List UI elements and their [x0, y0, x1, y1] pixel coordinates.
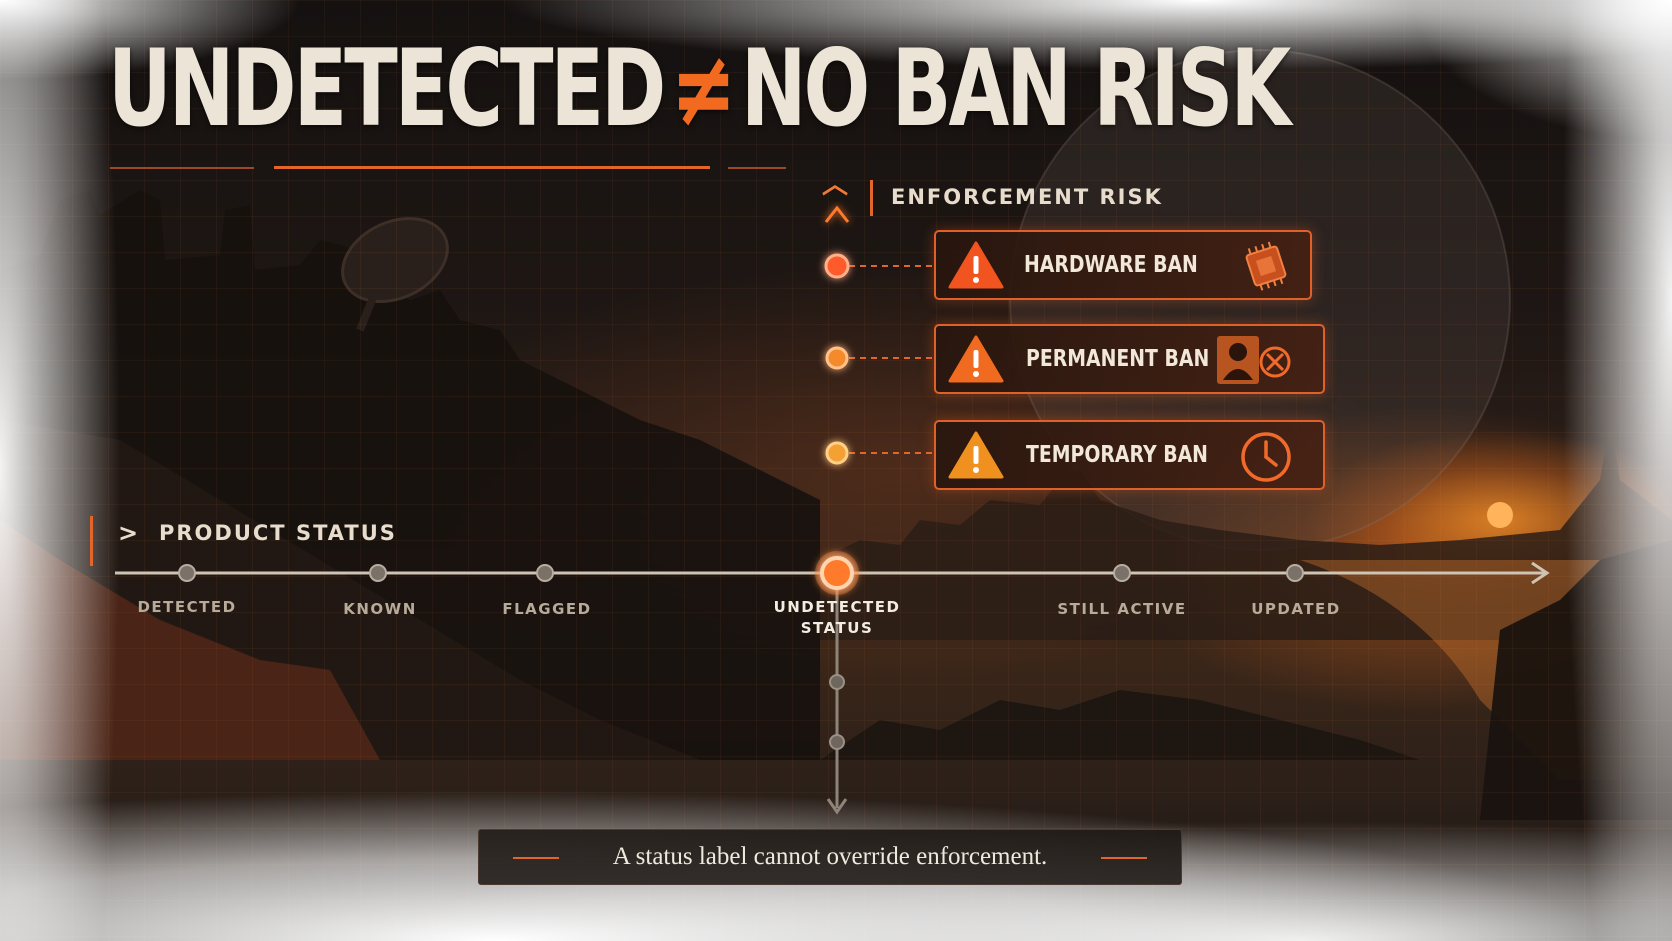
risk-node-permanent-ban	[825, 346, 849, 370]
chip-icon	[1245, 241, 1287, 291]
risk-label-permanent-ban: PERMANENT BAN	[1026, 346, 1210, 372]
risk-node-temporary-ban	[825, 441, 849, 465]
caption-dash-left	[513, 857, 559, 859]
risk-card-permanent-ban: PERMANENT BAN	[934, 324, 1325, 394]
enforcement-risk-label: ENFORCEMENT RISK	[891, 185, 1163, 209]
product-status-label-bar	[90, 516, 93, 566]
status-label-undetected: UNDETECTED STATUS	[773, 598, 901, 637]
blocked-user-icon	[1217, 336, 1291, 384]
enforcement-label-bar	[870, 180, 873, 216]
page-title: UNDETECTED≠NO BAN RISK	[108, 36, 1291, 142]
lower-axis-node-2	[829, 734, 845, 750]
status-node-detected	[178, 564, 196, 582]
lower-axis-node-1	[829, 674, 845, 690]
caption-dash-right	[1101, 857, 1147, 859]
risk-label-temporary-ban: TEMPORARY BAN	[1026, 442, 1208, 468]
lower-axis-arrowhead	[826, 798, 848, 815]
not-equal-symbol: ≠	[670, 27, 737, 150]
status-axis-arrowhead	[1531, 561, 1550, 585]
warning-icon	[948, 241, 1004, 289]
risk-card-temporary-ban: TEMPORARY BAN	[934, 420, 1325, 490]
status-node-still-active	[1113, 564, 1131, 582]
status-node-undetected	[820, 556, 854, 590]
status-label-still-active: STILL ACTIVE	[1057, 600, 1187, 618]
chevron-right-icon: >	[118, 519, 139, 547]
status-node-flagged	[536, 564, 554, 582]
caption-box: A status label cannot override enforceme…	[478, 829, 1182, 885]
risk-label-hardware-ban: HARDWARE BAN	[1024, 252, 1198, 278]
chevron-up-icon: ︿	[822, 170, 849, 200]
product-status-label: PRODUCT STATUS	[159, 521, 397, 545]
enforcement-axis-arrowhead	[824, 205, 850, 223]
warning-icon	[948, 431, 1004, 479]
warning-icon	[948, 335, 1004, 383]
status-label-known: KNOWN	[343, 600, 417, 618]
caption-text: A status label cannot override enforceme…	[612, 843, 1048, 870]
status-label-updated: UPDATED	[1251, 600, 1341, 618]
status-node-updated	[1286, 564, 1304, 582]
title-underline-center	[274, 166, 710, 169]
status-label-flagged: FLAGGED	[502, 600, 592, 618]
title-part-2: NO BAN RISK	[740, 27, 1291, 150]
risk-node-hardware-ban	[824, 253, 850, 279]
status-label-detected: DETECTED	[137, 598, 237, 616]
title-underline-left	[110, 167, 254, 169]
title-part-1: UNDETECTED	[108, 27, 666, 150]
clock-icon	[1241, 432, 1291, 482]
status-node-known	[369, 564, 387, 582]
title-underline-right	[728, 167, 786, 169]
risk-card-hardware-ban: HARDWARE BAN	[934, 230, 1312, 300]
